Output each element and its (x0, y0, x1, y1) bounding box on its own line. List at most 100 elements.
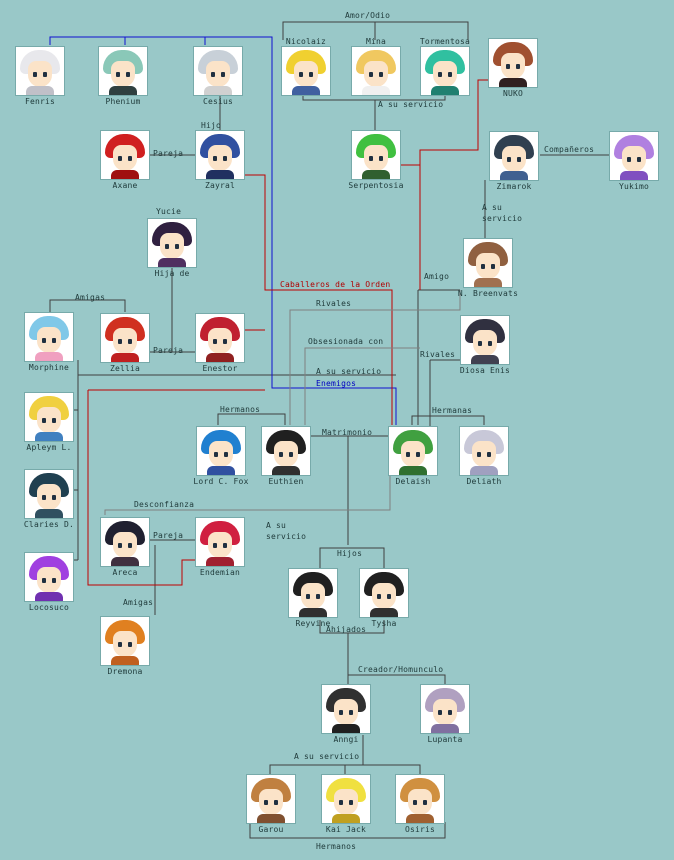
label-matrimonio: Matrimonio (322, 428, 373, 437)
character-dremona: Dremona (94, 616, 156, 676)
label-hermanos-fox: Hermanos (220, 405, 261, 414)
name-endemian: Endemian (199, 568, 241, 577)
character-zimarok: Zimarok (483, 131, 545, 191)
line-red-nuko (419, 79, 488, 165)
kaijack-avatar (321, 774, 371, 824)
label-companeros: Compañeros (544, 145, 595, 154)
line-ahijados (319, 620, 385, 634)
tormentosa-avatar (420, 46, 470, 96)
label-creador: Creador/Homunculo (358, 665, 444, 674)
character-cesius: Cesius (187, 46, 249, 106)
name-nicolaiz: Nicolaiz (285, 37, 327, 46)
label-servicio-anngi: A su servicio (294, 752, 360, 761)
character-deliath: Deliath (453, 426, 515, 486)
delaish-avatar (388, 426, 438, 476)
garou-avatar (246, 774, 296, 824)
character-garou: Garou (240, 774, 302, 834)
name-claries: Claries D. (23, 520, 75, 529)
character-yukimo: Yukimo (603, 131, 665, 191)
label-hijo: Hijo (201, 121, 222, 130)
character-osiris: Osiris (389, 774, 451, 834)
name-zimarok: Zimarok (496, 182, 532, 191)
character-nicolaiz: Nicolaiz (275, 36, 337, 96)
deliath-avatar (459, 426, 509, 476)
tysha-avatar (359, 568, 409, 618)
name-zayral: Zayral (204, 181, 236, 190)
nuko-avatar (488, 38, 538, 88)
cesius-avatar (193, 46, 243, 96)
reyvine-avatar (288, 568, 338, 618)
name-apleym: Apleym L. (26, 443, 72, 452)
name-areca: Areca (112, 568, 138, 577)
label-hijos: Hijos (337, 549, 363, 558)
character-locosuco: Locosuco (18, 552, 80, 612)
name-locosuco: Locosuco (28, 603, 70, 612)
character-tysha: Tysha (353, 568, 415, 628)
name-lordcfox: Lord C. Fox (193, 477, 249, 486)
name-yukimo: Yukimo (618, 182, 650, 191)
label-amigo: Amigo (424, 272, 450, 281)
character-apleym: Apleym L. (18, 392, 80, 452)
character-reyvine: Reyvine (282, 568, 344, 628)
name-serpentosia: Serpentosia (348, 181, 404, 190)
name-nbreenvats: N. Breenvats (457, 289, 519, 298)
morphine-avatar (24, 312, 74, 362)
areca-avatar (100, 517, 150, 567)
character-morphine: Morphine (18, 312, 80, 372)
zayral-avatar (195, 130, 245, 180)
name-zellia: Zellia (109, 364, 141, 373)
line-gray-obsesionada (304, 347, 420, 425)
fenris-avatar (15, 46, 65, 96)
lordcfox-avatar (196, 426, 246, 476)
label-amor-odio: Amor/Odio (345, 11, 391, 20)
character-nbreenvats: N. Breenvats (453, 238, 523, 298)
lupanta-avatar (420, 684, 470, 734)
claries-avatar (24, 469, 74, 519)
yucie-avatar (147, 218, 197, 268)
line-blue-top (49, 36, 397, 425)
character-yucie: Hija de (141, 218, 203, 278)
nbreenvats-avatar (463, 238, 513, 288)
name-osiris: Osiris (404, 825, 436, 834)
name-tormentosa: Tormentosa (419, 37, 471, 46)
enestor-avatar (195, 313, 245, 363)
line-hermanos-fox (217, 413, 286, 425)
character-serpentosia: Serpentosia (345, 130, 407, 190)
character-kaijack: Kai Jack (315, 774, 377, 834)
line-hermanas (411, 415, 485, 425)
label-amigas-top: Amigas (75, 293, 106, 302)
name-phenium: Phenium (105, 97, 141, 106)
label-rivales-top: Rivales (316, 299, 352, 308)
dremona-avatar (100, 616, 150, 666)
label-caballeros: Caballeros de la Orden (280, 280, 391, 289)
name-garou: Garou (258, 825, 284, 834)
label-servicio-top: A su servicio (378, 100, 444, 109)
character-axane: Axane (94, 130, 156, 190)
mina-avatar (351, 46, 401, 96)
character-phenium: Phenium (92, 46, 154, 106)
character-delaish: Delaish (382, 426, 444, 486)
label-yucie: Yucie (156, 207, 182, 216)
name-reyvine: Reyvine (295, 619, 331, 628)
label-pareja-axane: Pareja (153, 149, 184, 158)
character-nuko: NUKO (482, 38, 544, 98)
character-zayral: Zayral (189, 130, 251, 190)
name-morphine: Morphine (28, 363, 70, 372)
character-lupanta: Lupanta (414, 684, 476, 744)
character-fenris: Fenris (9, 46, 71, 106)
label-hermanas: Hermanas (432, 406, 473, 415)
character-claries: Claries D. (18, 469, 80, 529)
label-amigas-dremona: Amigas (123, 598, 154, 607)
line-gray-desconfianza (104, 470, 391, 515)
phenium-avatar (98, 46, 148, 96)
character-tormentosa: Tormentosa (414, 36, 476, 96)
osiris-avatar (395, 774, 445, 824)
name-axane: Axane (112, 181, 138, 190)
line-creador (348, 674, 446, 685)
label-servicio-zimarok: A su servicio (482, 203, 523, 223)
label-servicio-enemigos: A su servicio (316, 367, 382, 376)
name-deliath: Deliath (466, 477, 502, 486)
label-desconfianza: Desconfianza (134, 500, 195, 509)
name-diosaenis: Diosa Enis (459, 366, 511, 375)
anngi-avatar (321, 684, 371, 734)
